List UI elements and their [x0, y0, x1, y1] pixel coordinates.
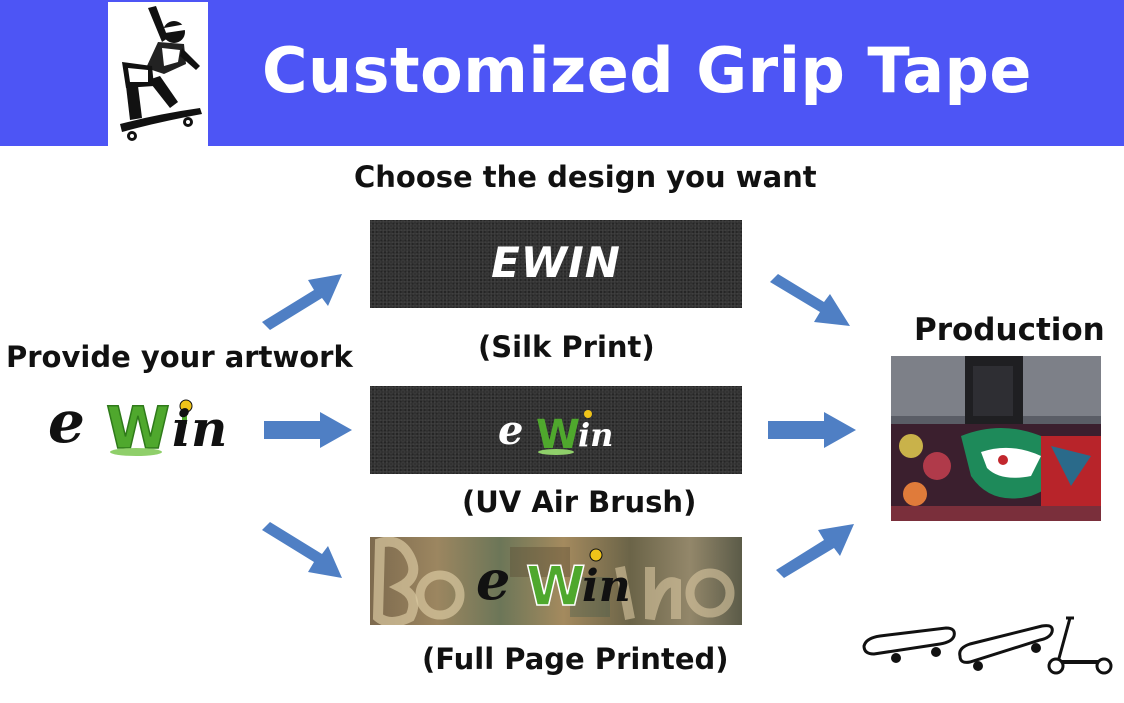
arrow-down-right-icon: [770, 274, 850, 326]
uv-airbrush-grip-icon: e W in: [370, 386, 742, 474]
arrow-right-icon: [768, 412, 856, 448]
silk-print-grip-icon: EWIN: [370, 220, 742, 308]
scooter-icon: [1047, 616, 1113, 675]
svg-text:W: W: [526, 555, 586, 618]
svg-text:in: in: [582, 561, 631, 612]
provide-artwork-heading: Provide your artwork: [6, 340, 353, 374]
arrow-up-right-icon: [776, 524, 854, 578]
silk-print-design-text: EWIN: [491, 238, 621, 287]
svg-text:e: e: [48, 388, 85, 456]
svg-text:in: in: [578, 416, 613, 454]
full-page-grip-icon: e W in: [370, 537, 742, 625]
svg-text:in: in: [172, 399, 227, 458]
arrow-right-icon: [264, 412, 352, 448]
graffiti-pattern-icon: [372, 537, 735, 625]
ewin-logo-small-icon: e W in: [498, 407, 613, 458]
footer-vehicles: [862, 616, 1113, 675]
choose-design-heading: Choose the design you want: [354, 160, 817, 194]
svg-text:e: e: [498, 407, 523, 454]
arrow-down-right-icon: [262, 522, 342, 578]
header-banner: Customized Grip Tape: [0, 0, 1124, 146]
silk-print-caption: (Silk Print): [478, 330, 655, 364]
skateboarder-icon: [108, 2, 208, 146]
full-page-caption: (Full Page Printed): [422, 642, 729, 676]
arrow-up-right-icon: [262, 274, 342, 330]
longboard-icon: [958, 624, 1054, 671]
skateboard-icon: [862, 626, 956, 663]
ewin-logo-full-icon: e W in: [476, 548, 631, 619]
page-title: Customized Grip Tape: [262, 34, 1032, 107]
production-heading: Production: [914, 312, 1105, 348]
svg-text:e: e: [476, 548, 510, 612]
uv-airbrush-caption: (UV Air Brush): [462, 485, 697, 519]
svg-text:W: W: [106, 394, 170, 458]
ewin-logo-icon: e W in: [48, 388, 227, 458]
printer-photo-icon: [891, 356, 1101, 521]
